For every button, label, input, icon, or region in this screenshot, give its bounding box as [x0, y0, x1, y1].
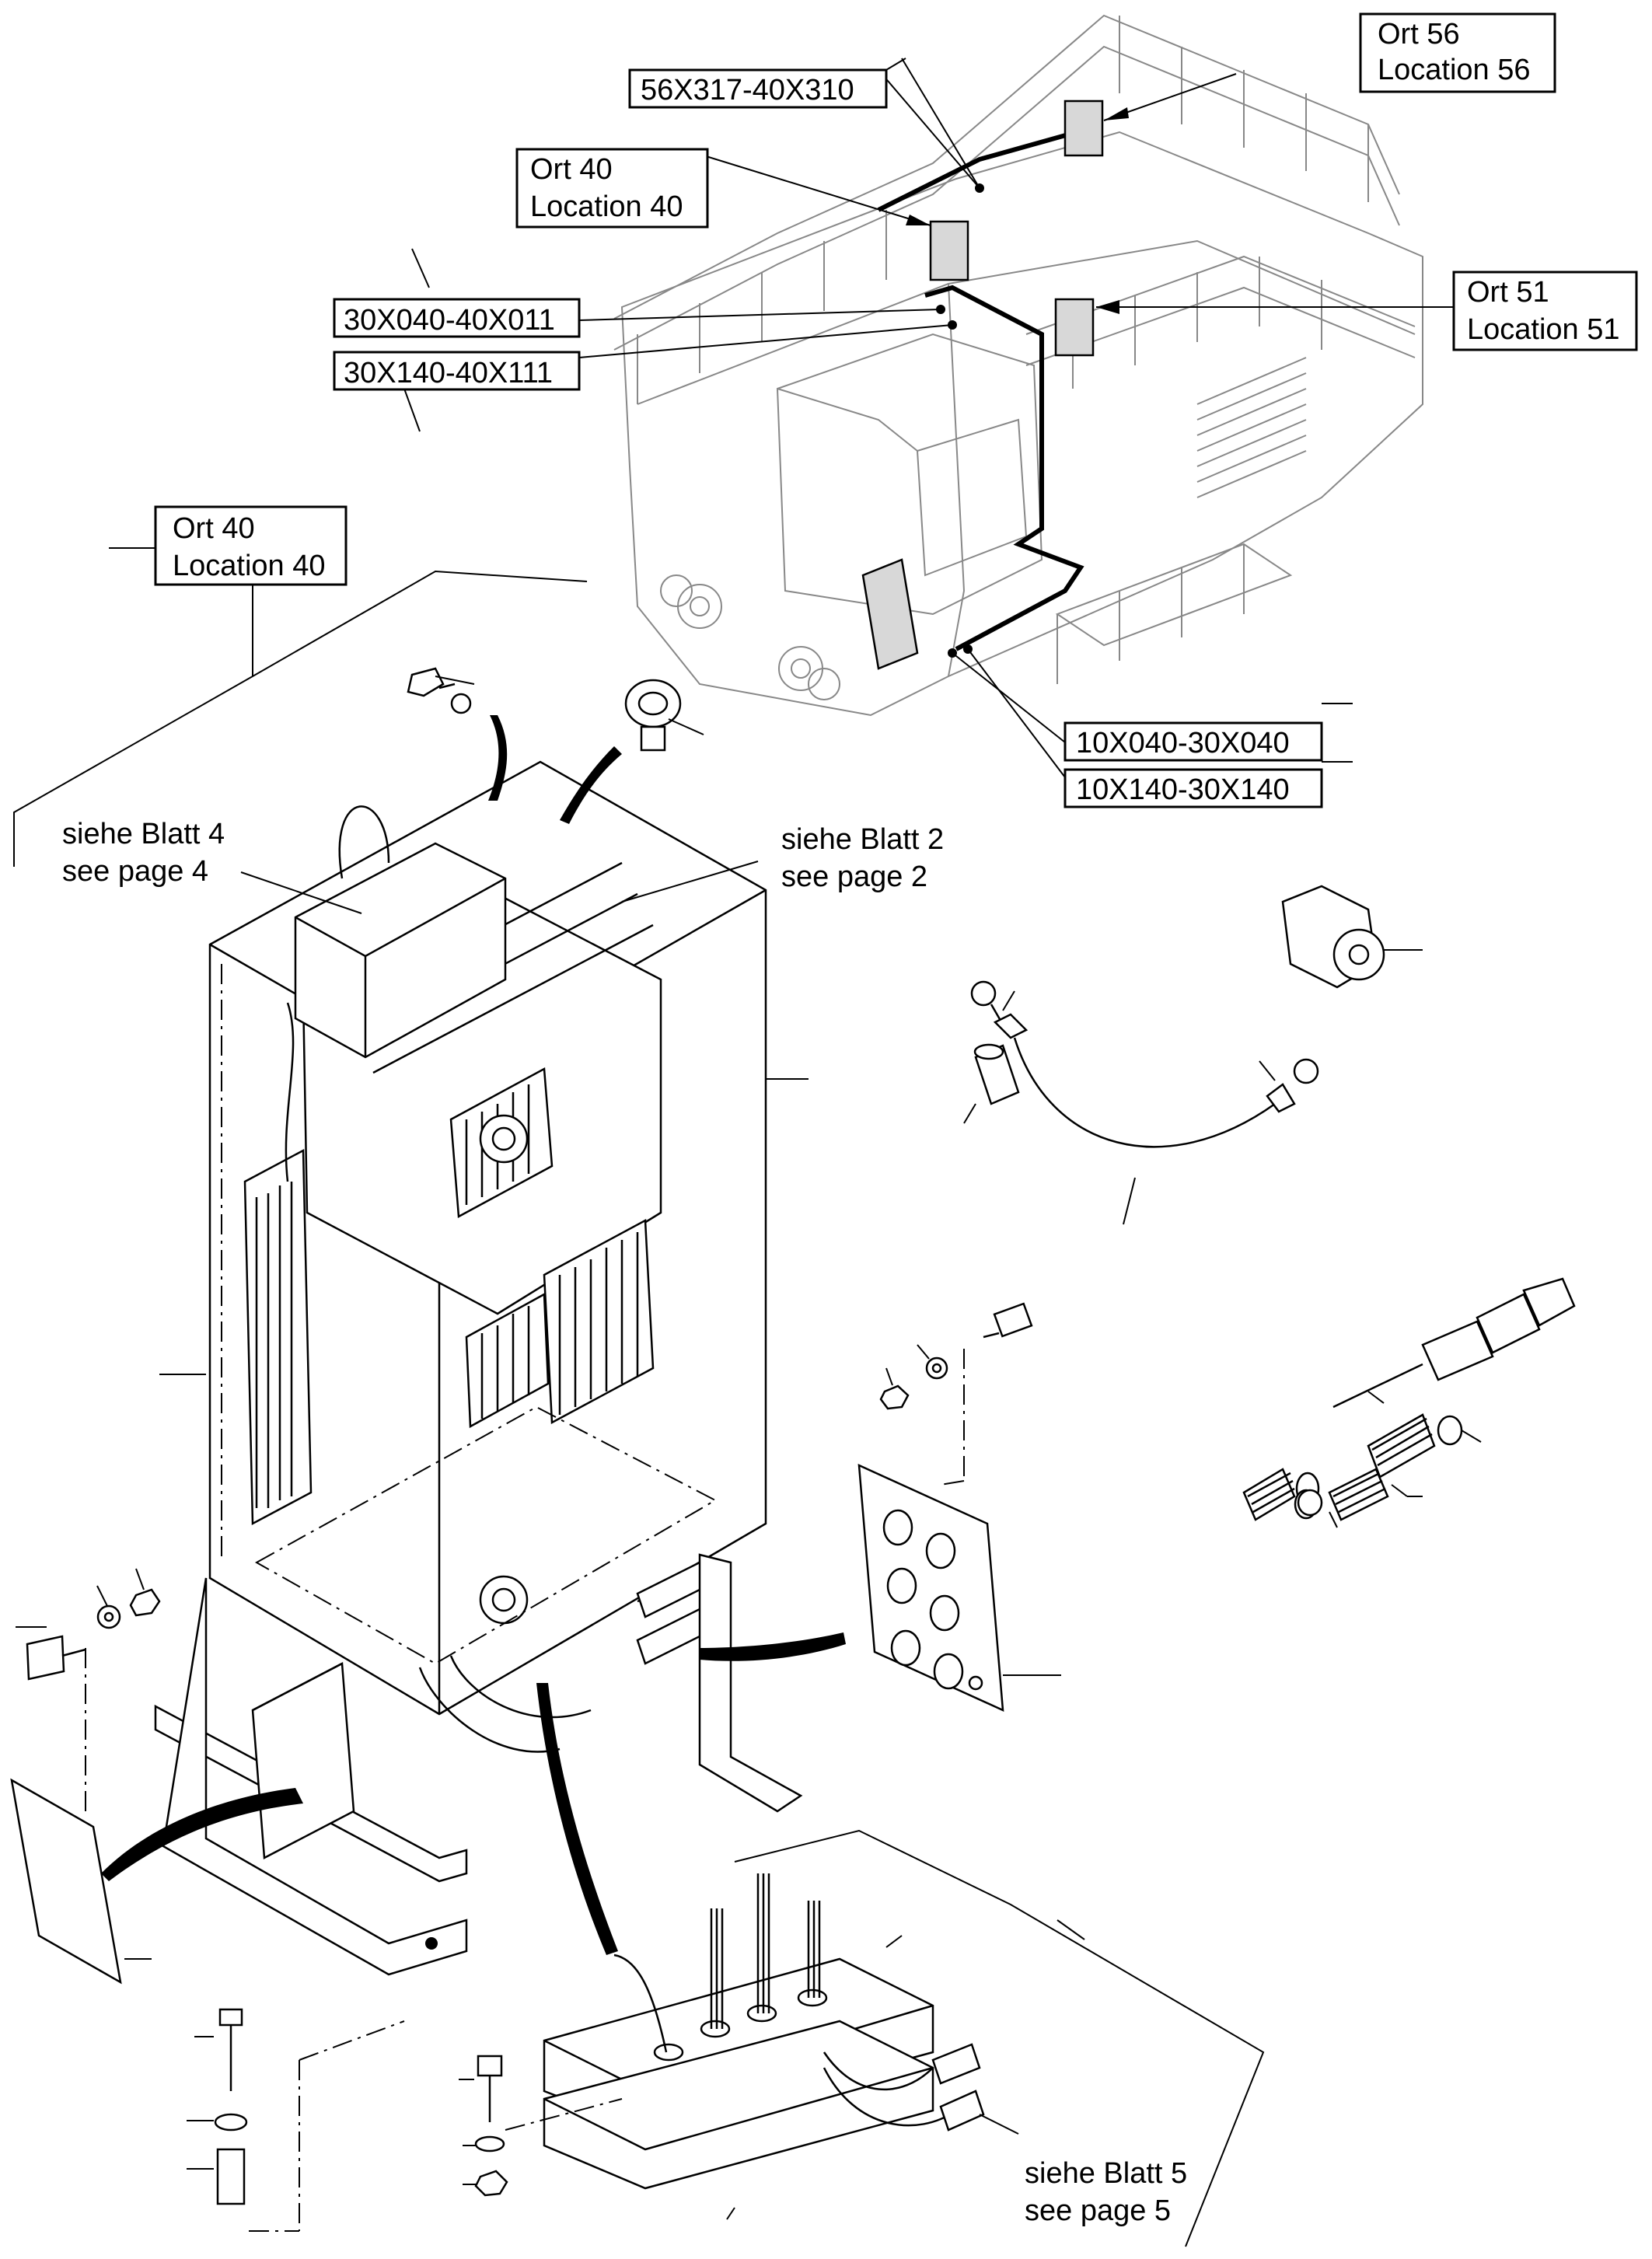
machine-overview: [613, 14, 1423, 717]
svg-text:siehe Blatt 4: siehe Blatt 4: [62, 818, 225, 850]
label-location-51: Ort 51 Location 51: [1452, 271, 1638, 351]
label-cable-10x040: 10X040-30X040: [1063, 721, 1323, 762]
svg-text:Ort 51: Ort 51: [1467, 276, 1549, 309]
svg-text:10X140-30X140: 10X140-30X140: [1076, 773, 1290, 806]
svg-text:Location 40: Location 40: [530, 190, 683, 223]
cabinet-location-51: [1054, 298, 1095, 357]
label-location-40-main: Ort 40 Location 40: [109, 505, 348, 676]
label-location-40-top: Ort 40 Location 40: [515, 148, 709, 229]
bottom-plate-assembly: [459, 1683, 1265, 2247]
svg-text:see page 5: see page 5: [1025, 2194, 1171, 2227]
cabinet-location-40: [929, 220, 969, 281]
svg-text:Ort 40: Ort 40: [530, 153, 613, 186]
svg-text:Ort 56: Ort 56: [1378, 18, 1460, 51]
svg-text:Location 40: Location 40: [173, 550, 326, 582]
hardware-top: [407, 667, 704, 824]
svg-text:see page 2: see page 2: [781, 861, 927, 893]
svg-text:10X040-30X040: 10X040-30X040: [1076, 727, 1290, 759]
label-location-56: Ort 56 Location 56: [1359, 12, 1556, 93]
label-see-page-4: siehe Blatt 4 see page 4: [62, 818, 362, 914]
cabinet-location-56: [1063, 100, 1104, 157]
control-cabinet: [208, 760, 767, 1753]
svg-text:56X317-40X310: 56X317-40X310: [641, 74, 854, 106]
label-cable-30x040: 30X040-40X011: [333, 298, 581, 338]
callout-leaders: [403, 58, 1454, 778]
label-see-page-2: siehe Blatt 2 see page 2: [621, 823, 944, 903]
svg-text:Ort 40: Ort 40: [173, 512, 255, 545]
cabinet-base-frame: [154, 1553, 803, 1976]
svg-text:Location 51: Location 51: [1467, 313, 1620, 346]
hardware-left: [10, 1568, 405, 2232]
svg-text:30X140-40X111: 30X140-40X111: [344, 357, 553, 389]
label-cable-10x140: 10X140-30X140: [1063, 768, 1323, 808]
group-bracket-line: [13, 570, 588, 867]
svg-text:siehe Blatt 5: siehe Blatt 5: [1025, 2157, 1187, 2190]
label-cable-56x317: 56X317-40X310: [628, 58, 906, 109]
label-see-page-5: siehe Blatt 5 see page 5: [1025, 2157, 1187, 2227]
svg-text:Location 56: Location 56: [1378, 54, 1531, 86]
svg-text:see page 4: see page 4: [62, 855, 208, 888]
svg-text:30X040-40X011: 30X040-40X011: [344, 304, 555, 337]
hardware-right: [700, 885, 1576, 1713]
svg-text:siehe Blatt 2: siehe Blatt 2: [781, 823, 944, 856]
label-cable-30x140: 30X140-40X111: [333, 351, 581, 391]
